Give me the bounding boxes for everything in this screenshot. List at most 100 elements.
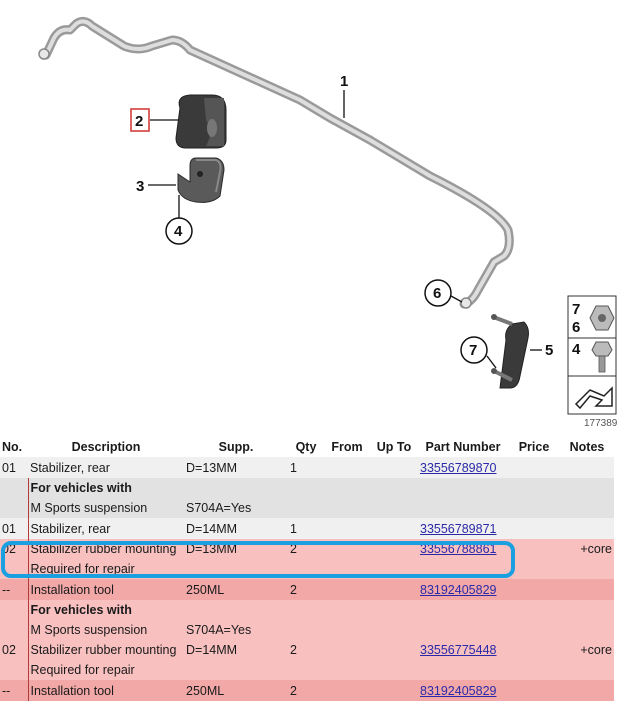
row-description: Installation tool [27,680,184,701]
part-number-link[interactable]: 83192405829 [420,582,497,597]
link-drawing[interactable] [491,314,529,389]
row-description-sub: Required for repair [30,562,135,576]
row-price [508,457,560,478]
row-description: Stabilizer rubber mounting Required for … [27,640,184,680]
arrow-icon [574,386,613,410]
callout-5[interactable]: 5 [530,342,553,359]
row-part-number[interactable]: 33556789870 [418,457,508,478]
row-part-number[interactable]: 83192405829 [418,579,508,600]
row-description: Stabilizer, rear [28,457,184,478]
callout-2-label: 2 [135,113,143,130]
fastener-legend: 7 6 4 [567,295,617,415]
row-qty: 1 [288,518,324,539]
callout-4[interactable]: 4 [165,195,193,245]
row-no: -- [0,680,28,701]
condition-title: For vehicles with [30,481,132,495]
parts-table: No. Description Supp. Qty From Up To Par… [0,436,614,701]
row-notes [560,457,614,478]
rubber-mounting-drawing[interactable] [175,94,227,149]
legend-number-4: 4 [572,341,581,358]
row-qty: 2 [288,539,324,579]
header-up-to: Up To [376,439,412,454]
header-part-number: Part Number [425,439,501,454]
row-qty: 2 [288,640,324,680]
row-qty: 1 [288,457,324,478]
header-no: No. [2,439,23,454]
row-qty: 2 [288,680,324,701]
callout-4-label: 4 [174,223,183,240]
row-description: Stabilizer, rear [27,518,184,539]
row-from [324,457,370,478]
row-supp: 250ML [184,680,288,701]
row-no: 02 [0,539,28,579]
condition-description: For vehicles with M Sports suspension [27,600,184,640]
condition-description: For vehicles with M Sports suspension [27,478,184,518]
header-notes: Notes [569,439,605,454]
header-description: Description [71,439,141,454]
condition-row: For vehicles with M Sports suspension S7… [0,600,614,640]
callout-1[interactable]: 1 [340,73,348,118]
part-number-link[interactable]: 33556788861 [420,542,497,556]
row-part-number[interactable]: 83192405829 [418,680,508,701]
legend-number-7: 7 [572,301,580,318]
callout-2[interactable]: 2 [130,108,178,132]
bolt-icon [591,341,613,373]
row-description-main: Stabilizer rubber mounting [30,542,177,556]
condition-sub: M Sports suspension [30,623,148,637]
table-row[interactable]: 01 Stabilizer, rear D=13MM 1 33556789870 [0,457,614,478]
header-qty: Qty [295,439,317,454]
callout-7[interactable]: 7 [460,336,497,369]
row-description: Installation tool [27,579,184,600]
table-row[interactable]: -- Installation tool 250ML 2 83192405829 [0,579,614,600]
condition-title: For vehicles with [30,603,132,617]
row-description-main: Stabilizer rubber mounting [30,643,177,657]
row-description: Stabilizer rubber mounting Required for … [27,539,184,579]
condition-supp: S704A=Yes [184,478,288,518]
callout-5-label: 5 [545,342,553,359]
part-number-link[interactable]: 33556789870 [420,460,497,475]
callout-6-label: 6 [433,285,441,302]
row-notes [560,518,614,539]
row-notes [560,680,614,701]
condition-row: For vehicles with M Sports suspension S7… [0,478,614,518]
row-part-number[interactable]: 33556789871 [418,518,508,539]
row-no: 01 [0,518,28,539]
reference-number: 177389 [584,418,618,429]
part-number-link[interactable]: 33556789871 [420,521,497,536]
part-number-link[interactable]: 33556775448 [420,643,497,657]
row-notes: +core [560,539,614,579]
row-supp: D=13MM [184,457,288,478]
table-row[interactable]: 02 Stabilizer rubber mounting Required f… [0,640,614,680]
bracket-drawing[interactable] [177,157,225,203]
callout-1-label: 1 [340,73,348,90]
nut-icon [589,305,615,331]
row-no: 02 [0,640,28,680]
row-notes: +core [560,640,614,680]
table-row[interactable]: 01 Stabilizer, rear D=14MM 1 33556789871 [0,518,614,539]
row-up-to [370,457,418,478]
table-row-selected[interactable]: 02 Stabilizer rubber mounting Required f… [0,539,614,579]
part-number-link[interactable]: 83192405829 [420,683,497,698]
legend-number-6: 6 [572,319,580,336]
row-notes [560,579,614,600]
row-part-number[interactable]: 33556788861 [418,539,508,579]
callout-3[interactable]: 3 [136,178,176,195]
header-price: Price [518,439,550,454]
header-from: From [331,439,363,454]
callout-3-label: 3 [136,178,144,195]
condition-supp: S704A=Yes [184,600,288,640]
selected-callout-box [130,108,150,132]
row-qty: 2 [288,579,324,600]
row-supp: D=13MM [184,539,288,579]
callout-7-label: 7 [469,342,477,359]
row-no: 01 [0,457,28,478]
stabilizer-bar-drawing[interactable] [38,16,514,309]
condition-sub: M Sports suspension [30,501,148,515]
header-supp: Supp. [218,439,254,454]
row-part-number[interactable]: 33556775448 [418,640,508,680]
table-row[interactable]: -- Installation tool 250ML 2 83192405829 [0,680,614,701]
row-supp: 250ML [184,579,288,600]
row-no: -- [0,579,28,600]
callout-6[interactable]: 6 [424,279,463,307]
row-description-sub: Required for repair [30,663,135,677]
